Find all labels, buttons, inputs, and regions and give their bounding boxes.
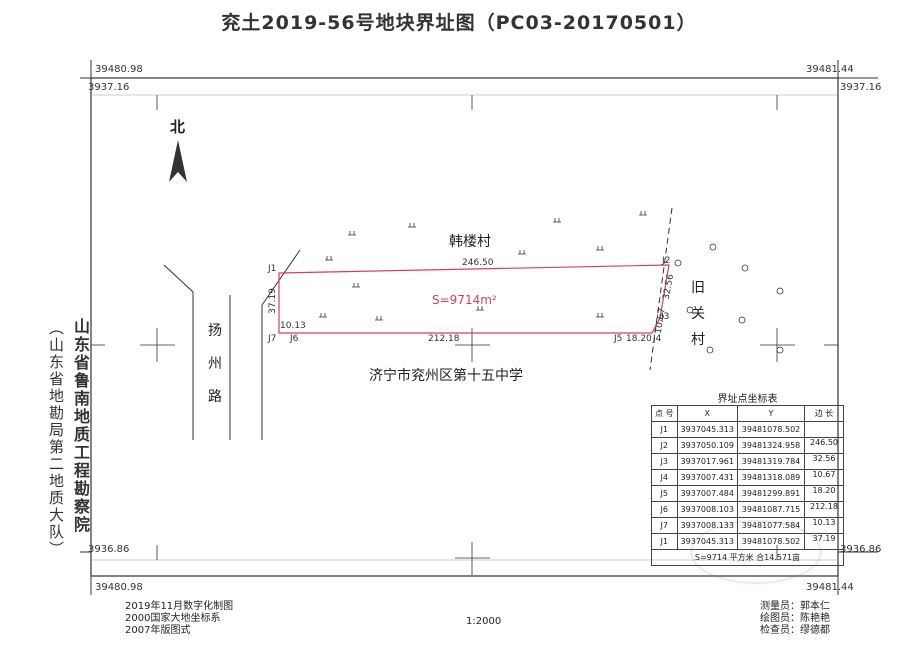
drafter-name: 绘图员：陈艳艳 <box>760 613 830 624</box>
coordinate-table-title: 界址点坐标表 <box>651 390 844 406</box>
grid-crosses <box>140 328 795 575</box>
north-label: 北 <box>170 118 186 136</box>
cell-pt: J3 <box>651 453 678 470</box>
point-j1: J1 <box>268 264 277 274</box>
coord-bottom-right-x: 3936.86 <box>840 544 882 555</box>
point-j3: J3 <box>661 312 670 322</box>
cell-pt: J4 <box>651 469 678 486</box>
header-x: X <box>676 405 739 422</box>
point-j5: J5 <box>614 334 623 344</box>
cell-length: 10.13 <box>804 517 844 534</box>
cell-x: 3937050.109 <box>676 437 739 454</box>
cell-x: 3937045.313 <box>676 421 739 438</box>
point-j4: J4 <box>653 334 662 344</box>
vegetation-marks <box>319 211 647 321</box>
edge-top-length: 246.50 <box>462 258 494 268</box>
surveyor-org-subname: （山东省地勘局第二地质大队） <box>47 320 65 558</box>
coord-bottom-left-y: 39480.98 <box>95 582 143 593</box>
cell-pt: J2 <box>651 437 678 454</box>
footer-right: 测量员：郭本仁 绘图员：陈艳艳 检查员：缪德都 <box>760 601 830 637</box>
cell-x: 3937045.313 <box>676 533 739 550</box>
map-title: 兖土2019-56号地块界址图（PC03-20170501） <box>221 12 697 34</box>
cell-x: 3937008.103 <box>676 501 739 518</box>
cell-length: 246.50 <box>804 437 844 454</box>
cell-y: 39481319.784 <box>737 453 805 470</box>
edge-bottom-length: 212.18 <box>428 334 460 344</box>
surveyor-name: 测量员：郭本仁 <box>760 601 830 612</box>
coord-bottom-right-y: 39481.44 <box>806 582 854 593</box>
cell-y: 39481078.502 <box>737 421 805 438</box>
cell-y: 39481078.502 <box>737 533 805 550</box>
map-scale: 1:2000 <box>466 616 502 627</box>
header-point: 点 号 <box>651 405 678 422</box>
coordinate-table-header: 点 号 X Y 边 长 <box>651 405 844 422</box>
cell-pt: J5 <box>651 485 678 502</box>
cell-y: 39481087.715 <box>737 501 805 518</box>
edge-left-small-length: 10.13 <box>280 321 306 331</box>
cell-x: 3937017.961 <box>676 453 739 470</box>
header-y: Y <box>737 405 805 422</box>
road-label-1: 扬 <box>208 323 222 339</box>
cell-length: 10.67 <box>804 469 844 486</box>
north-arrow-icon <box>169 140 187 182</box>
cell-x: 3937007.484 <box>676 485 739 502</box>
header-length: 边 长 <box>804 405 844 422</box>
coord-bottom-left-x: 3936.86 <box>88 544 130 555</box>
cell-y: 39481324.958 <box>737 437 805 454</box>
cell-length: 37.19 <box>804 533 844 550</box>
coordinate-table-footer: S=9714 平方米 合14.571亩 <box>651 549 844 566</box>
cell-y: 39481077.584 <box>737 517 805 534</box>
footer-legend-version: 2007年版图式 <box>125 625 191 636</box>
cell-pt: J6 <box>651 501 678 518</box>
cell-length: 212.18 <box>804 501 844 518</box>
coord-top-left-x: 3937.16 <box>88 82 130 93</box>
tree-circles <box>674 243 784 354</box>
cell-y: 39481318.089 <box>737 469 805 486</box>
cell-length: 32.56 <box>804 453 844 470</box>
village-east-label-3: 村 <box>691 332 705 348</box>
footer-datum: 2000国家大地坐标系 <box>125 613 221 624</box>
edge-bottom-right-length: 18.20 <box>626 334 652 344</box>
cell-length: 18.20 <box>804 485 844 502</box>
parcel-boundary <box>278 264 670 334</box>
cell-pt: J1 <box>651 421 678 438</box>
roads <box>163 249 301 440</box>
cell-length <box>804 421 844 438</box>
map-frame <box>90 77 839 577</box>
edge-left-length: 37.19 <box>267 288 278 314</box>
village-north-label: 韩楼村 <box>449 234 491 250</box>
coord-top-right-x: 3937.16 <box>840 82 882 93</box>
parcel-area-label: S=9714m² <box>432 293 497 307</box>
coord-top-left-y: 39480.98 <box>95 64 143 75</box>
point-j2: J2 <box>662 256 671 266</box>
school-label: 济宁市兖州区第十五中学 <box>369 368 523 384</box>
cell-x: 3937008.133 <box>676 517 739 534</box>
village-east-label-1: 旧 <box>691 280 705 296</box>
checker-name: 检查员：缪德都 <box>760 625 830 636</box>
cell-pt: J7 <box>651 517 678 534</box>
cell-pt: J1 <box>651 533 678 550</box>
surveyor-org-name: 山东省鲁南地质工程勘察院 <box>71 318 90 534</box>
coord-top-right-y: 39481.44 <box>806 64 854 75</box>
footer-date: 2019年11月数字化制图 <box>125 601 234 612</box>
footer-left: 2019年11月数字化制图 2000国家大地坐标系 2007年版图式 <box>125 601 233 637</box>
road-label-3: 路 <box>208 389 222 405</box>
point-j7: J7 <box>268 334 277 344</box>
village-east-label-2: 关 <box>691 306 705 322</box>
road-label-2: 州 <box>208 356 222 372</box>
cell-y: 39481299.891 <box>737 485 805 502</box>
point-j6: J6 <box>290 334 299 344</box>
cell-x: 3937007.431 <box>676 469 739 486</box>
